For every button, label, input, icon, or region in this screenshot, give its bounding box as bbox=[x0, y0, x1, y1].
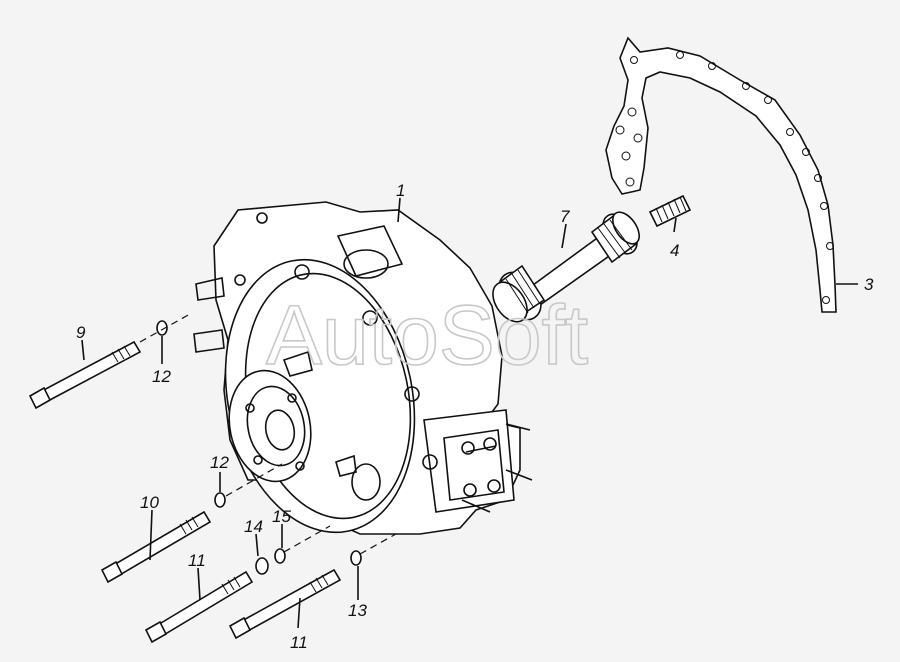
washer-12a bbox=[156, 320, 168, 336]
leader-lines bbox=[81, 197, 858, 629]
watermark: AutoSoft bbox=[266, 288, 588, 382]
callout-15: 15 bbox=[272, 507, 291, 526]
bolt-9 bbox=[28, 340, 142, 410]
callout-3: 3 bbox=[864, 275, 874, 294]
callout-12a: 12 bbox=[152, 367, 171, 386]
splined-shaft bbox=[492, 211, 640, 323]
washer-13 bbox=[350, 550, 362, 566]
callout-4: 4 bbox=[670, 241, 679, 260]
spring bbox=[648, 194, 692, 228]
callout-10: 10 bbox=[140, 493, 159, 512]
flywheel-housing bbox=[193, 201, 533, 535]
callout-11b: 11 bbox=[290, 633, 308, 652]
washer-14 bbox=[255, 557, 269, 575]
bolt-11b bbox=[228, 568, 342, 640]
dash-line-11b bbox=[359, 533, 397, 555]
callout-14: 14 bbox=[244, 517, 263, 536]
callout-7: 7 bbox=[560, 207, 570, 226]
dash-line-10 bbox=[225, 463, 283, 497]
bolt-11a bbox=[144, 570, 254, 644]
bolt-10 bbox=[100, 510, 212, 584]
callout-12b: 12 bbox=[210, 453, 229, 472]
dash-line-9 bbox=[139, 313, 191, 343]
callout-11a: 11 bbox=[188, 551, 206, 570]
dash-line-11 bbox=[283, 525, 331, 553]
callout-1: 1 bbox=[396, 181, 405, 200]
washer-15 bbox=[274, 548, 286, 564]
callout-9: 9 bbox=[76, 323, 86, 342]
callout-13: 13 bbox=[348, 601, 367, 620]
gasket bbox=[605, 36, 837, 313]
washer-12b bbox=[214, 492, 226, 508]
